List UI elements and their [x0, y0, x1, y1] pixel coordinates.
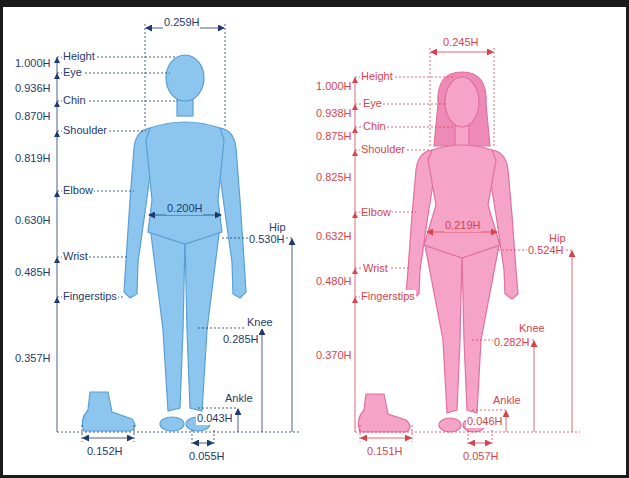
body-landmark: Elbow — [62, 184, 94, 197]
ratio-value: 0.370H — [315, 349, 352, 362]
ratio-value: 0.875H — [315, 130, 352, 143]
ratio-value: 0.043H — [196, 412, 233, 425]
ratio-value: 0.282H — [493, 336, 530, 349]
female-dimension-lines — [355, 48, 580, 446]
ratio-value: 0.285H — [222, 333, 259, 346]
male-dimension-lines — [57, 24, 300, 446]
ratio-value: 0.825H — [315, 171, 352, 184]
ratio-value: 0.259H — [163, 16, 200, 29]
arrowhead — [54, 73, 60, 79]
arrowhead — [352, 297, 358, 303]
body-landmark: Eye — [62, 66, 83, 79]
arrowhead — [352, 150, 358, 156]
ratio-value: 0.480H — [315, 275, 352, 288]
body-landmark: Eye — [362, 97, 383, 110]
body-landmark: Knee — [518, 322, 546, 335]
ratio-value: 0.151H — [366, 445, 403, 458]
ratio-value: 0.245H — [442, 36, 479, 49]
arrowhead — [54, 131, 60, 137]
body-landmark: Ankle — [224, 392, 254, 405]
body-landmark: Ankle — [492, 394, 522, 407]
arrowhead — [352, 104, 358, 110]
body-landmark: Fingerstips — [360, 290, 416, 303]
arrowhead — [352, 268, 358, 274]
ratio-value: 0.046H — [466, 415, 503, 428]
body-landmark: Height — [62, 50, 96, 63]
ratio-value: 0.530H — [248, 233, 285, 246]
male-figure — [82, 55, 246, 431]
ratio-value: 0.870H — [14, 110, 51, 123]
arrowhead — [352, 212, 358, 218]
arrowhead — [352, 77, 358, 83]
ratio-value: 0.936H — [14, 82, 51, 95]
body-landmark: Fingerstips — [62, 290, 118, 303]
arrowhead — [54, 297, 60, 303]
arrowhead — [54, 57, 60, 63]
ratio-value: 0.524H — [527, 244, 564, 257]
arrowhead — [352, 127, 358, 133]
axis-arrowheads — [54, 57, 358, 303]
ratio-value: 1.000H — [14, 57, 51, 70]
body-landmark: Wrist — [362, 262, 389, 275]
ratio-value: 1.000H — [315, 80, 352, 93]
ratio-value: 0.200H — [166, 202, 203, 215]
body-landmark: Height — [360, 70, 394, 83]
arrowhead — [54, 101, 60, 107]
body-landmark: Wrist — [62, 250, 89, 263]
body-landmark: Shoulder — [360, 143, 406, 156]
ratio-value: 0.055H — [188, 450, 225, 463]
body-landmark: Shoulder — [62, 124, 108, 137]
ratio-value: 0.630H — [14, 214, 51, 227]
ratio-value: 0.938H — [315, 107, 352, 120]
body-landmark: Elbow — [360, 206, 392, 219]
body-landmark: Knee — [246, 316, 274, 329]
ratio-value: 0.152H — [86, 445, 123, 458]
ratio-value: 0.485H — [14, 266, 51, 279]
body-landmark: Chin — [62, 94, 87, 107]
ratio-value: 0.357H — [14, 352, 51, 365]
arrowhead — [54, 257, 60, 263]
body-landmark: Chin — [362, 120, 387, 133]
ratio-value: 0.219H — [444, 219, 481, 232]
arrowhead — [54, 191, 60, 197]
ratio-value: 0.819H — [14, 152, 51, 165]
ratio-value: 0.057H — [462, 450, 499, 463]
ratio-value: 0.632H — [315, 230, 352, 243]
